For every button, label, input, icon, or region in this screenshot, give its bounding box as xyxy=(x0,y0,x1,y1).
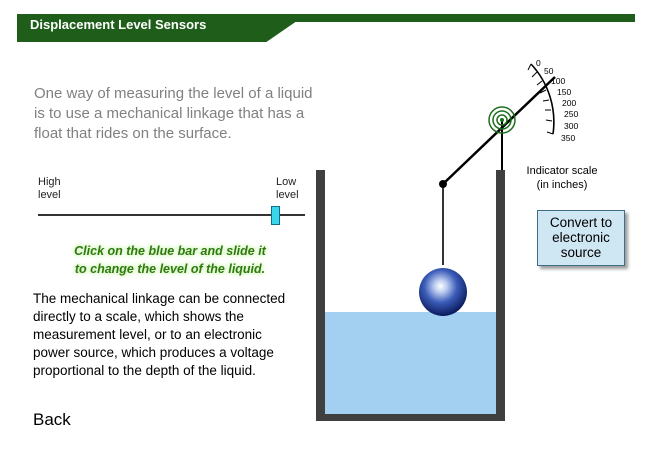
rod-joint xyxy=(439,180,447,188)
back-button[interactable]: Back xyxy=(33,410,71,429)
scale-label-50: 50 xyxy=(544,66,554,76)
indicator-label-line1: Indicator scale xyxy=(526,165,598,177)
tank-right-wall xyxy=(496,170,505,420)
linkage-description: The mechanical linkage can be connected … xyxy=(33,291,286,378)
tank-left-wall xyxy=(316,170,325,420)
scale-label-100: 100 xyxy=(551,76,566,86)
tank-bottom xyxy=(316,414,505,421)
indicator-scale-ticks xyxy=(527,63,554,135)
pivot-rings-icon xyxy=(488,106,516,134)
linkage-arm xyxy=(442,76,556,185)
low-level-label: Low level xyxy=(276,176,299,202)
scale-label-200: 200 xyxy=(562,98,577,108)
level-slider-track[interactable] xyxy=(38,214,305,216)
convert-line1: Convert to xyxy=(549,215,613,230)
convert-line2: electronic xyxy=(552,230,610,245)
page-title: Displacement Level Sensors xyxy=(30,17,207,32)
level-slider-handle[interactable] xyxy=(271,206,280,225)
float-ball xyxy=(419,268,467,316)
indicator-label-line2: (in inches) xyxy=(536,179,588,191)
slider-instruction: Click on the blue bar and slide it to ch… xyxy=(40,242,300,278)
indicator-scale-arc xyxy=(530,63,555,135)
convert-line3: source xyxy=(560,245,602,260)
indicator-scale-label: Indicator scale (in inches) xyxy=(521,164,603,192)
liquid xyxy=(325,312,496,415)
instruction-line2: to change the level of the liquid. xyxy=(74,262,266,276)
scale-label-0: 0 xyxy=(536,58,541,68)
intro-text: One way of measuring the level of a liqu… xyxy=(34,85,313,142)
header-rule xyxy=(290,14,635,22)
scale-label-350: 350 xyxy=(561,133,576,143)
header-bar xyxy=(17,14,307,42)
instruction-line1: Click on the blue bar and slide it xyxy=(74,244,266,258)
convert-to-electronic-button[interactable]: Convert to electronic source xyxy=(537,210,625,266)
high-label-line1: High xyxy=(38,176,61,188)
scale-label-300: 300 xyxy=(564,121,579,131)
high-level-label: High level xyxy=(38,176,61,202)
high-label-line2: level xyxy=(38,189,61,201)
low-label-line2: level xyxy=(276,189,299,201)
scale-label-250: 250 xyxy=(564,109,579,119)
scale-label-150: 150 xyxy=(557,87,572,97)
low-label-line1: Low xyxy=(276,176,297,188)
